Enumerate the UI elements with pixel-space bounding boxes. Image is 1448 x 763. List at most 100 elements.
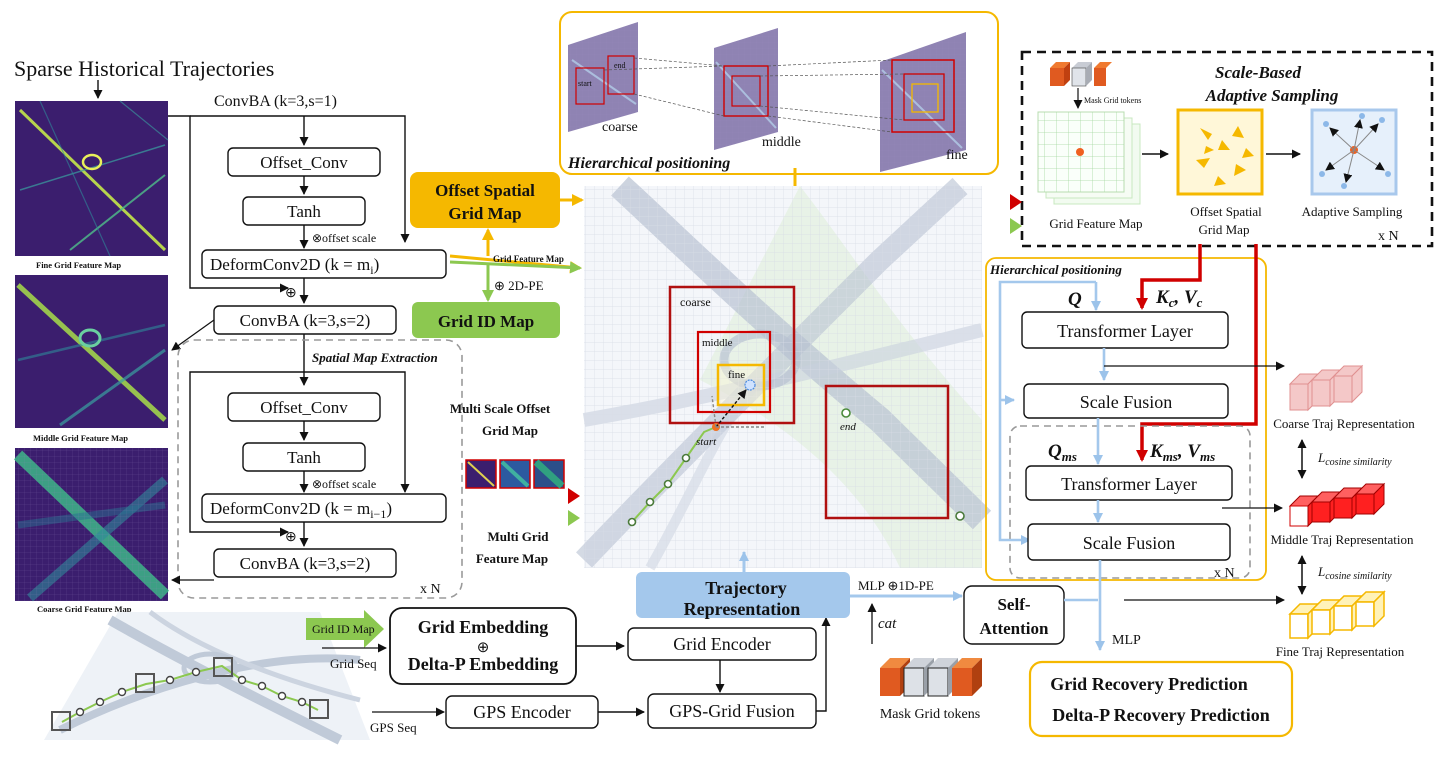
svg-text:ConvBA (k=3,s=2): ConvBA (k=3,s=2)	[240, 554, 371, 573]
gps-grid-fusion-box: GPS-Grid Fusion	[647, 693, 817, 729]
hier-top-projection-lines	[603, 57, 905, 133]
coarse-traj-repr-icon	[1288, 364, 1364, 412]
extraction-xn: x N	[420, 582, 441, 597]
recovery-prediction-box: Grid Recovery Prediction Delta-P Recover…	[1028, 660, 1294, 738]
svg-text:Transformer Layer: Transformer Layer	[1057, 321, 1193, 341]
svg-text:Offset_Conv: Offset_Conv	[260, 398, 348, 417]
grid-id-map-box: Grid ID Map	[412, 302, 560, 338]
spatial-map-extraction-frame: Spatial Map Extraction	[177, 339, 463, 599]
title: Sparse Historical Trajectories	[14, 56, 274, 81]
center-fine-label: fine	[728, 369, 745, 381]
self-attention-box: Self- Attention	[963, 585, 1065, 645]
svg-text:GPS Encoder: GPS Encoder	[473, 702, 571, 722]
sampling-adaptive-label: Adaptive Sampling	[1302, 204, 1403, 219]
sampling-offset-label-1: Offset Spatial	[1190, 204, 1262, 219]
mlp-pe-label: MLP ⊕1D-PE	[858, 578, 934, 593]
cos-sim-2: Lcosine similarity	[1317, 564, 1392, 582]
scale-fusion-1: Scale Fusion	[1023, 383, 1229, 419]
svg-text:Grid Recovery Prediction: Grid Recovery Prediction	[1050, 674, 1248, 694]
hier-top-coarse-label: coarse	[602, 120, 638, 135]
coarse-traj-repr-label: Coarse Traj Representation	[1273, 416, 1415, 431]
sampling-xn: x N	[1378, 229, 1399, 244]
center-end-label: end	[840, 421, 856, 433]
fine-traj-repr-label: Fine Traj Representation	[1276, 644, 1405, 659]
svg-text:Grid Embedding: Grid Embedding	[418, 617, 549, 637]
svg-text:Self-: Self-	[997, 595, 1030, 614]
multi-grid-feature-label-2: Feature Map	[476, 551, 548, 566]
svg-text:DeformConv2D (k = mi): DeformConv2D (k = mi)	[210, 255, 379, 277]
svg-text:Scale Fusion: Scale Fusion	[1080, 392, 1173, 412]
mask-grid-tokens-large	[880, 658, 982, 697]
convba-s2-box-2: ConvBA (k=3,s=2)	[213, 548, 397, 578]
offset-conv-box-2: Offset_Conv	[227, 392, 381, 422]
pe2d-label: ⊕ 2D-PE	[494, 278, 544, 293]
grid-seq-label: Grid Seq	[330, 656, 377, 671]
fine-grid-feature-map	[15, 100, 169, 257]
cos-sim-1: Lcosine similarity	[1317, 450, 1392, 468]
hier-right-inner-frame	[1009, 425, 1251, 579]
svg-text:DeformConv2D (k = mi−1): DeformConv2D (k = mi−1)	[210, 499, 392, 521]
svg-text:Grid ID Map: Grid ID Map	[312, 622, 375, 636]
center-grid-map	[576, 176, 992, 571]
center-coarse-label: coarse	[680, 295, 711, 309]
hier-top-coarse-map: start end	[568, 22, 638, 132]
offset-conv-box-1: Offset_Conv	[227, 147, 381, 177]
transformer-layer-2: Transformer Layer	[1025, 465, 1233, 501]
convba-top-label: ConvBA (k=3,s=1)	[214, 93, 337, 110]
grid-embedding-box: Grid Embedding ⊕ Delta-P Embedding	[389, 607, 577, 685]
kc-vc-label: Kc, Vc	[1155, 287, 1203, 310]
svg-text:Trajectory: Trajectory	[705, 578, 787, 598]
svg-text:Grid ID Map: Grid ID Map	[438, 312, 534, 331]
cat-label: cat	[878, 616, 897, 632]
multi-grid-feature-label-1: Multi Grid	[487, 529, 549, 544]
center-start-label: start	[696, 436, 717, 448]
hier-top-middle-map	[714, 28, 778, 150]
offset-scale-1: ⊗offset scale	[312, 231, 376, 245]
grid-encoder-box: Grid Encoder	[627, 627, 817, 661]
hier-right-title: Hierarchical positioning	[989, 262, 1122, 277]
svg-text:Scale Fusion: Scale Fusion	[1083, 533, 1176, 553]
sampling-title-1: Scale-Based	[1215, 63, 1301, 82]
multi-scale-thumbnails	[465, 459, 565, 489]
svg-text:Delta-P Embedding: Delta-P Embedding	[408, 654, 559, 674]
offset-scale-2: ⊗offset scale	[312, 477, 376, 491]
sampling-offset-label-2: Grid Map	[1199, 222, 1250, 237]
oplus-1: ⊕	[285, 286, 297, 301]
gps-encoder-box: GPS Encoder	[445, 695, 599, 729]
svg-text:Spatial Map Extraction: Spatial Map Extraction	[312, 350, 438, 365]
svg-text:Transformer Layer: Transformer Layer	[1061, 474, 1197, 494]
sampling-title-2: Adaptive Sampling	[1205, 86, 1339, 105]
convba-s2-box-1: ConvBA (k=3,s=2)	[213, 305, 397, 335]
svg-text:start: start	[578, 79, 593, 88]
svg-text:Attention: Attention	[980, 619, 1049, 638]
deformconv-box-2: DeformConv2D (k = mi−1)	[201, 493, 447, 523]
svg-text:⊕: ⊕	[477, 640, 490, 656]
grid-id-map-tag: Grid ID Map	[306, 610, 384, 648]
center-coarse-box	[668, 285, 796, 425]
sampling-adaptive-map	[1310, 108, 1398, 196]
svg-text:GPS-Grid Fusion: GPS-Grid Fusion	[669, 701, 795, 721]
kms-vms-label: Kms, Vms	[1149, 441, 1215, 464]
svg-text:Grid Map: Grid Map	[448, 204, 521, 223]
mask-grid-tokens-label: Mask Grid tokens	[880, 707, 980, 722]
mlp-right-label: MLP	[1112, 633, 1141, 648]
coarse-grid-feature-map	[13, 448, 170, 602]
transformer-layer-1: Transformer Layer	[1021, 311, 1229, 349]
qms-label: Qms	[1048, 441, 1077, 464]
grid-feature-map-small: Grid Feature Map	[493, 254, 564, 264]
multi-scale-offset-label-2: Grid Map	[482, 423, 538, 438]
center-trajectory	[627, 379, 965, 527]
middle-traj-repr-icon	[1288, 482, 1386, 528]
svg-text:Representation: Representation	[684, 599, 801, 619]
multi-scale-offset-label-1: Multi Scale Offset	[450, 401, 551, 416]
fine-traj-repr-icon	[1288, 590, 1386, 640]
tanh-box-2: Tanh	[242, 442, 366, 472]
mask-grid-tokens-small	[1050, 62, 1112, 87]
tanh-box-1: Tanh	[242, 196, 366, 226]
svg-text:end: end	[614, 61, 626, 70]
center-end-box	[824, 384, 950, 520]
fine-map-label: Fine Grid Feature Map	[36, 260, 121, 270]
q-label: Q	[1068, 289, 1082, 310]
svg-text:Tanh: Tanh	[287, 448, 321, 467]
scale-fusion-2: Scale Fusion	[1027, 523, 1231, 561]
